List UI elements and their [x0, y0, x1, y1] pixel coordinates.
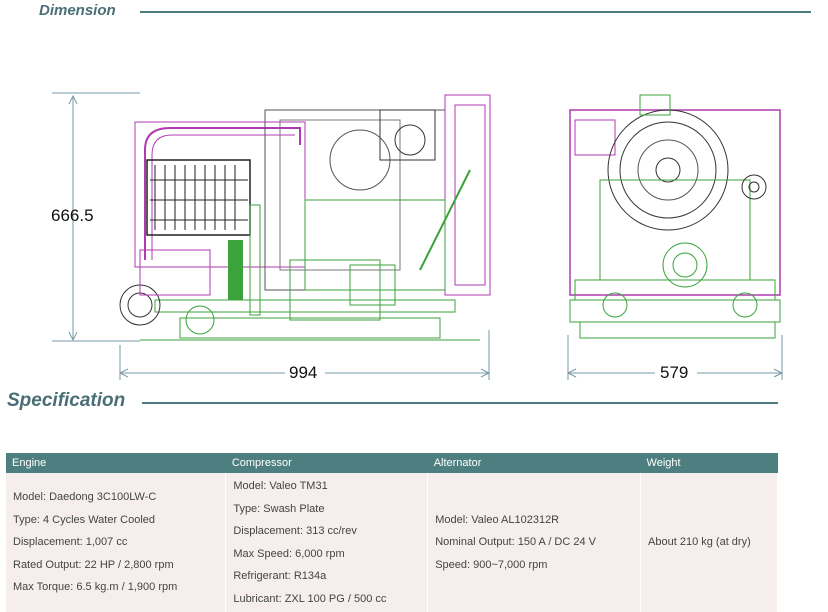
header-engine: Engine: [6, 453, 226, 473]
engine-model: Model: Daedong 3C100LW-C: [13, 491, 157, 504]
compressor-max-speed: Max Speed: 6,000 rpm: [233, 547, 345, 560]
width-dimension-label: 994: [289, 363, 318, 382]
engine-max-torque: Max Torque: 6.5 kg.m / 1,900 rpm: [13, 581, 178, 594]
compressor-model: Model: Valeo TM31: [233, 480, 328, 492]
height-dimension-label: 666.5: [51, 206, 94, 225]
compressor-type: Type: Swash Plate: [233, 502, 325, 515]
height-dimension-line: [52, 92, 140, 342]
engine-type: Type: 4 Cycles Water Cooled: [13, 513, 156, 526]
alternator-nominal-output: Nominal Output: 150 A / DC 24 V: [435, 536, 596, 549]
spec-body-row: Model: Daedong 3C100LW-C Type: 4 Cycles …: [6, 473, 778, 612]
engine-drawing: [52, 92, 784, 380]
weight-cell: About 210 kg (at dry): [640, 473, 778, 612]
header-weight: Weight: [640, 453, 778, 473]
dimension-heading: Dimension: [39, 2, 116, 19]
specification-divider: [142, 402, 778, 404]
engine-front-view: [569, 94, 781, 339]
engine-displacement: Displacement: 1,007 cc: [13, 536, 128, 549]
alternator-model: Model: Valeo AL102312R: [435, 513, 560, 526]
alternator-cell: Model: Valeo AL102312R Nominal Output: 1…: [427, 473, 642, 612]
header-compressor: Compressor: [225, 453, 428, 473]
specification-heading: Specification: [7, 390, 126, 411]
engine-cell: Model: Daedong 3C100LW-C Type: 4 Cycles …: [6, 473, 227, 612]
depth-dimension-line: [566, 335, 784, 380]
compressor-displacement: Displacement: 313 cc/rev: [233, 525, 357, 537]
specification-table: Engine Compressor Alternator Weight Mode…: [6, 453, 778, 612]
engine-rated-output: Rated Output: 22 HP / 2,800 rpm: [13, 558, 174, 571]
compressor-cell: Model: Valeo TM31 Type: Swash Plate Disp…: [225, 473, 429, 612]
alternator-speed: Speed: 900~7,000 rpm: [435, 558, 548, 571]
engine-side-view: [119, 94, 491, 341]
dimension-divider: [140, 11, 811, 13]
weight-value: About 210 kg (at dry): [648, 536, 751, 549]
spec-header-row: Engine Compressor Alternator Weight: [6, 453, 778, 473]
depth-dimension-label: 579: [660, 363, 689, 382]
compressor-lubricant: Lubricant: ZXL 100 PG / 500 cc: [233, 592, 387, 605]
width-dimension-line: [118, 330, 491, 380]
compressor-refrigerant: Refrigerant: R134a: [233, 570, 327, 582]
header-alternator: Alternator: [427, 453, 641, 473]
